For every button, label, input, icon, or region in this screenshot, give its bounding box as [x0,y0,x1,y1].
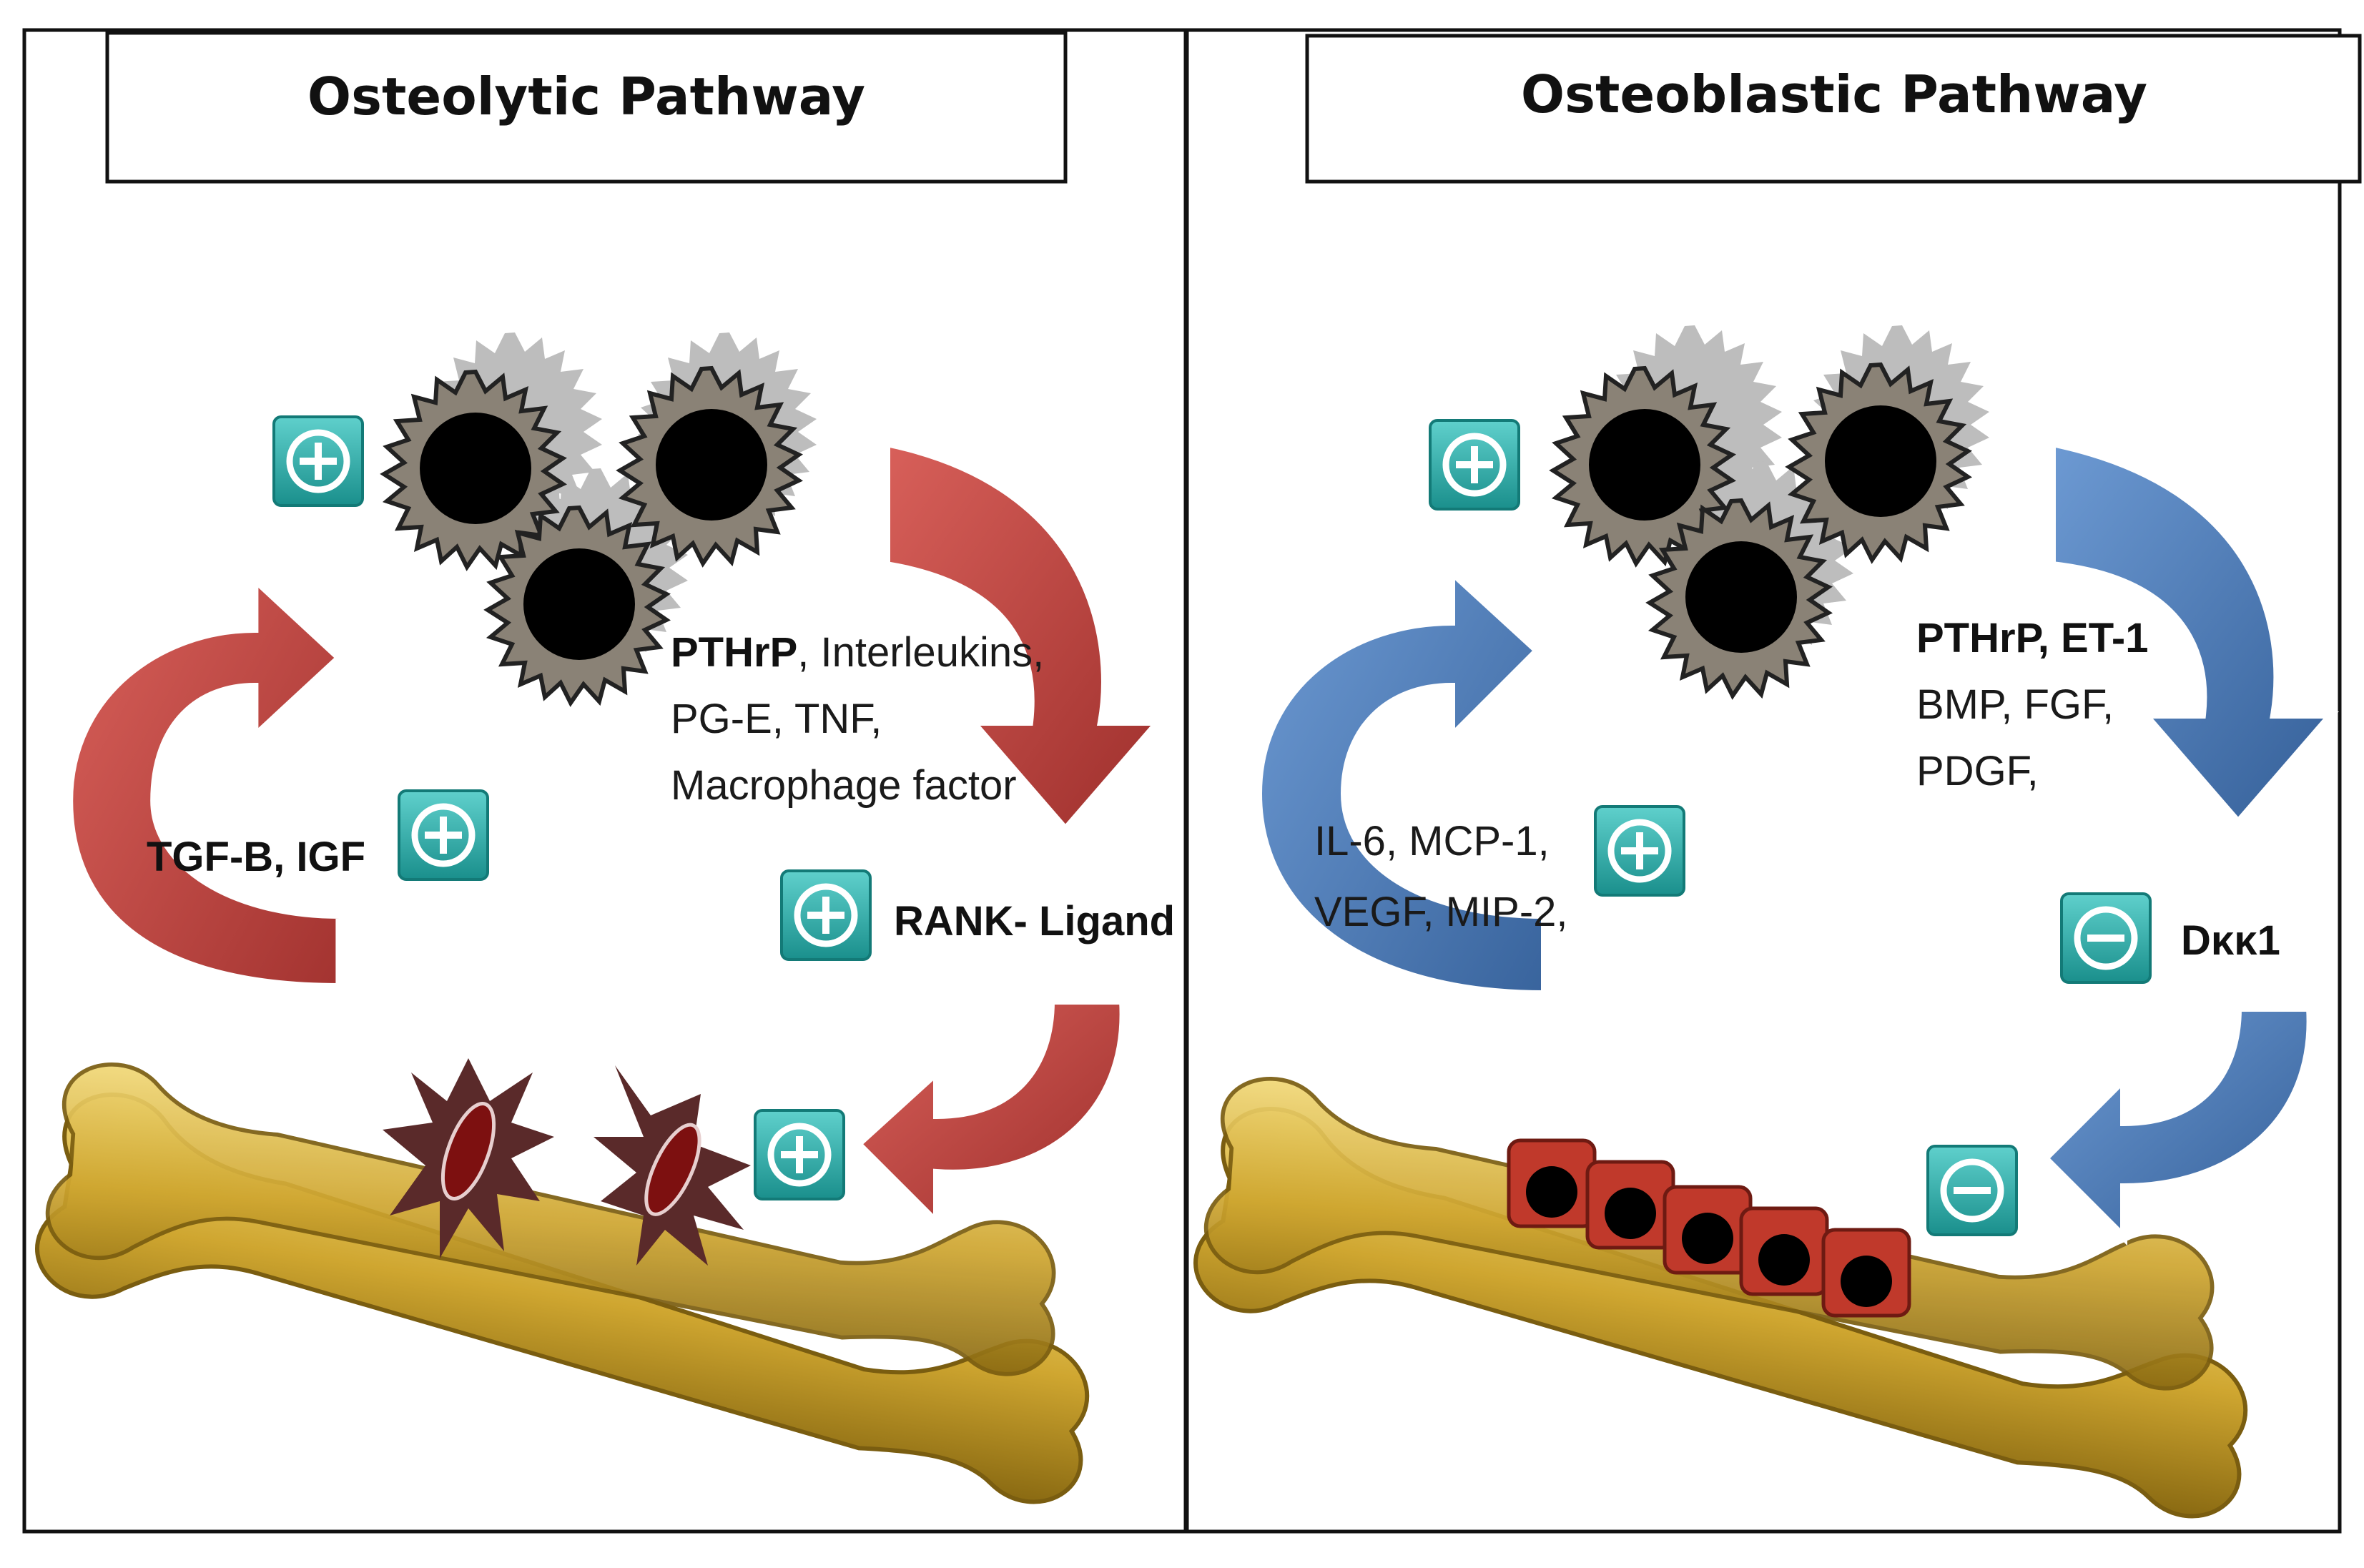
right-tumor-factors-line3: PDGF, [1916,748,2039,794]
minus-badge-icon [2062,894,2150,982]
right-title-box [1305,34,2362,184]
curved-arrow-icon [65,570,345,1073]
osteoblast-icon [1663,1185,1753,1275]
osteoblast-row [1507,1138,1911,1318]
dkk1-label: Dκκ1 [2181,917,2280,964]
curved-arrow-icon [852,997,1127,1232]
plus-badge-icon [274,417,363,506]
curved-arrow-icon [883,438,1166,835]
left-title-box [105,31,1068,184]
right-tumor-factors-line1: PTHrP, ET-1 [1916,615,2149,661]
right-tumor-factors-line2: BMP, FGF, [1916,681,2114,728]
plus-badge-icon [1595,807,1684,895]
plus-badge-icon [399,791,488,879]
osteoclast-icon [383,1058,554,1258]
curved-arrow-icon [1254,563,1548,1073]
left-tumor-factors-line1: PTHrP, Interleukins, [671,629,1044,676]
osteoblast-icon [1821,1228,1911,1318]
minus-badge-icon [1928,1146,2016,1235]
plus-badge-icon [782,871,870,960]
osteolytic-panel: Osteolytic Pathway [22,28,1188,1534]
plus-badge-icon [755,1110,844,1199]
osteoblastic-panel: Osteoblastic Pathway [1181,28,2362,1534]
osteoclast-icon [594,1065,751,1266]
left-tumor-factors-line3: Macrophage factor [671,762,1017,809]
rank-ligand-label: RANK- Ligand [894,898,1175,945]
right-bone-factor-line2: VEGF, MIP-2, [1314,889,1568,935]
osteoblast-icon [1507,1138,1597,1228]
curved-arrow-icon [2039,1005,2314,1246]
osteoblast-icon [1739,1206,1829,1296]
right-panel-title: Osteoblastic Pathway [1521,64,2147,124]
curved-arrow-icon [2049,438,2339,828]
right-bone-factor-line1: IL-6, MCP-1, [1314,818,1550,864]
plus-badge-icon [1430,420,1519,509]
left-panel-title: Osteolytic Pathway [307,66,865,127]
osteoblast-icon [1585,1160,1675,1250]
left-tumor-factors-line2: PG-E, TNF, [671,696,882,742]
left-bone-factor-label: TGF-B, IGF [147,834,365,880]
